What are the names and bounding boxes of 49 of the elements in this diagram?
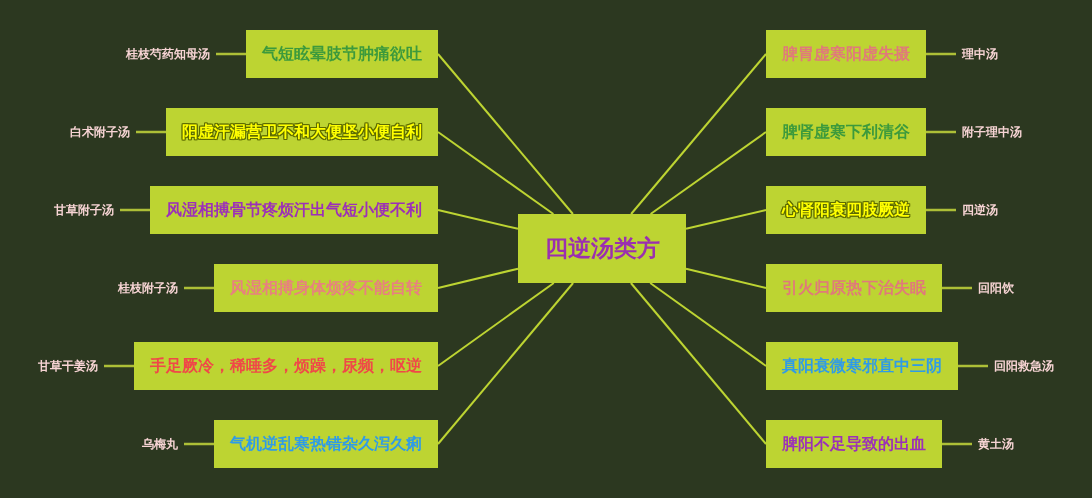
connector-line <box>942 442 972 446</box>
connector-line <box>926 208 956 212</box>
branch-box: 脾肾虚寒下利清谷 <box>766 108 926 156</box>
branch-box: 真阳衰微寒邪直中三阴 <box>766 342 958 390</box>
branch-box: 气机逆乱寒热错杂久泻久痢 <box>214 420 438 468</box>
connector-line <box>437 131 555 215</box>
connector-line <box>437 53 574 215</box>
branch-box: 气短眩晕肢节肿痛欲吐 <box>246 30 438 78</box>
connector-line <box>629 282 767 445</box>
connector-line <box>942 286 972 290</box>
connector-line <box>120 208 150 212</box>
connector-line <box>926 130 956 134</box>
central-topic-box: 四逆汤类方 <box>518 214 686 283</box>
branch-box: 风湿相搏骨节疼烦汗出气短小便不利 <box>150 186 438 234</box>
connector-line <box>630 53 767 215</box>
connector-line <box>216 52 246 56</box>
connector-line <box>437 267 519 289</box>
branch-box: 风湿相搏身体烦疼不能自转 <box>214 264 438 312</box>
connector-line <box>649 282 767 367</box>
connector-line <box>649 131 767 215</box>
formula-name: 甘草干姜汤 <box>38 359 98 373</box>
connector-line <box>926 52 956 56</box>
connector-line <box>184 286 214 290</box>
connector-line <box>437 282 575 445</box>
branch-box: 手足厥冷，稀唾多，烦躁，尿频，呕逆 <box>134 342 438 390</box>
formula-name: 附子理中汤 <box>962 125 1022 139</box>
connector-line <box>958 364 988 368</box>
branch-box: 心肾阳衰四肢厥逆 <box>766 186 926 234</box>
formula-name: 桂枝芍药知母汤 <box>126 47 210 61</box>
formula-name: 白术附子汤 <box>70 125 130 139</box>
connector-line <box>136 130 166 134</box>
formula-name: 甘草附子汤 <box>54 203 114 217</box>
formula-name: 理中汤 <box>962 47 998 61</box>
formula-name: 四逆汤 <box>962 203 998 217</box>
connector-line <box>437 282 555 367</box>
formula-name: 黄土汤 <box>978 437 1014 451</box>
formula-name: 回阳饮 <box>978 281 1014 295</box>
formula-name: 回阳救急汤 <box>994 359 1054 373</box>
connector-line <box>685 209 767 230</box>
connector-line <box>685 267 767 289</box>
branch-box: 脾阳不足导致的出血 <box>766 420 942 468</box>
connector-line <box>437 209 519 230</box>
branch-box: 引火归原热下治失眠 <box>766 264 942 312</box>
connector-line <box>104 364 134 368</box>
formula-name: 乌梅丸 <box>142 437 178 451</box>
formula-name: 桂枝附子汤 <box>118 281 178 295</box>
branch-box: 脾胃虚寒阳虚失摄 <box>766 30 926 78</box>
connector-line <box>184 442 214 446</box>
branch-box: 阳虚汗漏营卫不和大便坚小便自利 <box>166 108 438 156</box>
